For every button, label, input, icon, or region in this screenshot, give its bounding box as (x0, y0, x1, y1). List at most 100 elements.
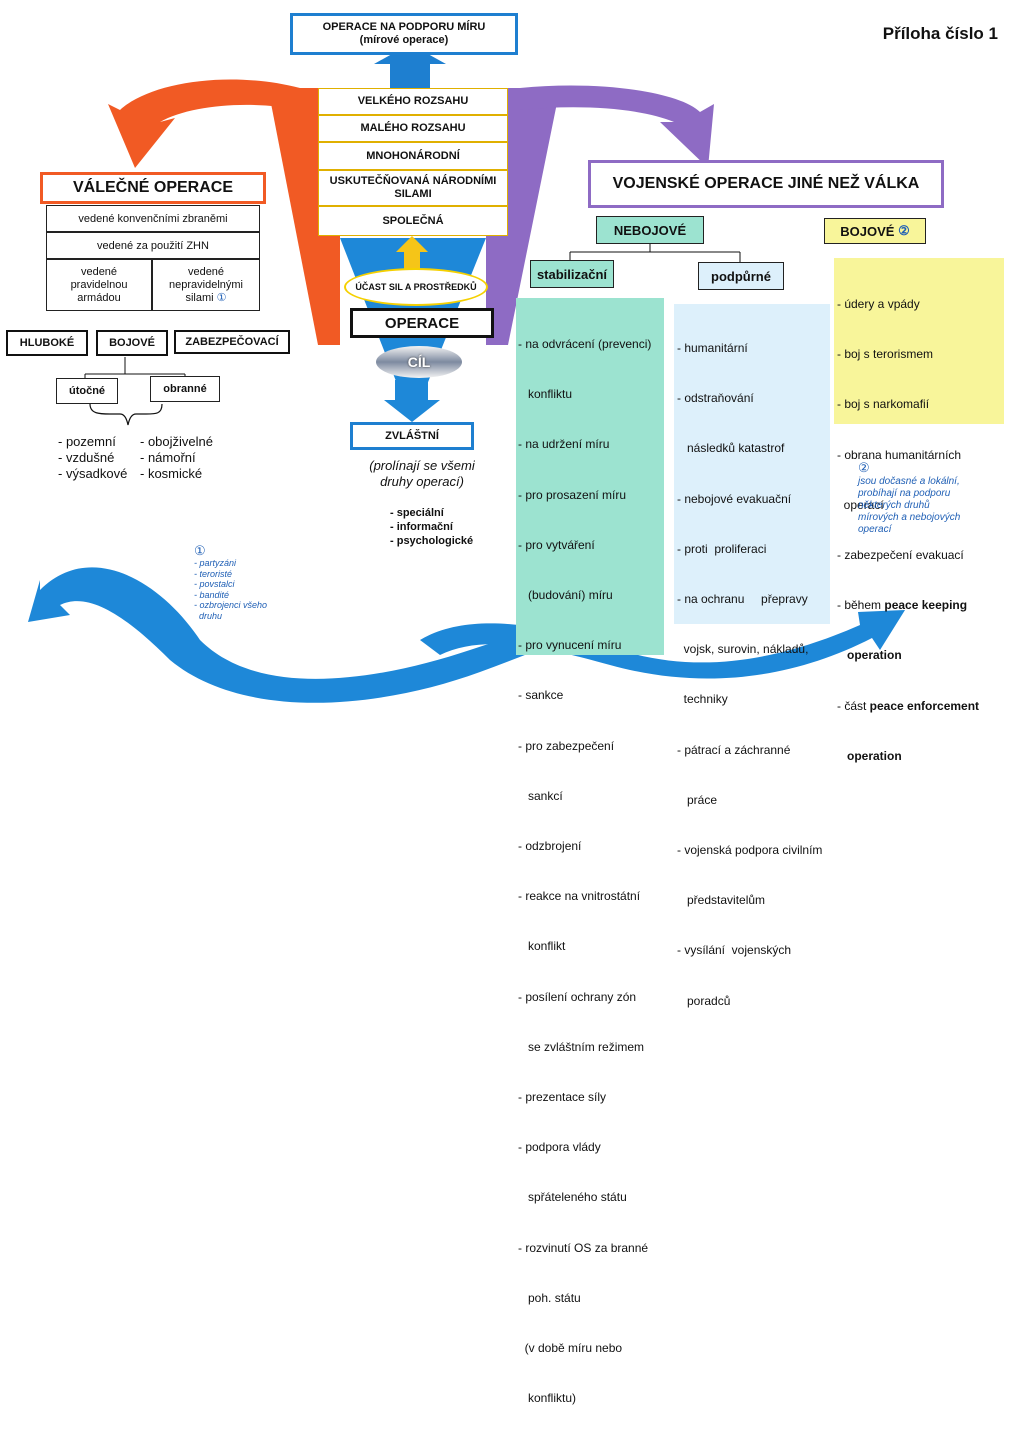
list-item: - psychologické (390, 535, 474, 547)
list-item: - posílení ochrany zón (518, 989, 637, 1004)
list-item: - podpora vlády (518, 1140, 601, 1155)
resources-oval-label: ÚČAST SIL A PROSTŘEDKŮ (355, 282, 477, 292)
war-regular-army: vedené pravidelnou armádou (46, 259, 152, 311)
footnote-1-item: - ozbrojenci všeho (194, 600, 268, 610)
peace-support-title: OPERACE NA PODPORU MÍRU (322, 21, 486, 33)
orange-curved-arrow (108, 79, 300, 168)
war-row-zhn: vedené za použití ZHN (46, 232, 260, 259)
list-item: - kosmické (140, 466, 203, 481)
list-item: - boj s narkomafií (837, 397, 930, 412)
list-item: - odzbrojení (518, 839, 582, 854)
list-item: - obojživelné (140, 434, 213, 449)
list-item: - sankce (518, 688, 564, 703)
list-item: - pro zabezpečení (518, 738, 615, 753)
list-item: - reakce na vnitrostátní (518, 889, 641, 904)
type-label: ZABEZPEČOVACÍ (185, 336, 279, 348)
list-item: - na odvrácení (prevenci) (518, 337, 652, 351)
list-item: konfliktu (518, 387, 573, 402)
list-item: - informační (390, 521, 453, 533)
list-item: - námořní (140, 450, 196, 465)
regular-line: armádou (77, 291, 121, 304)
zvlastni-note-line: druhy operací) (380, 474, 464, 489)
list-item: - pro vytváření (518, 537, 595, 552)
list-item: - nebojové evakuační (677, 491, 792, 506)
boj-pe-prefix: - část (837, 698, 870, 713)
list-item: představitelům (677, 893, 766, 908)
list-item: - pro vynucení míru (518, 638, 622, 653)
brace-under-attack-defense (89, 403, 163, 426)
operace-label: OPERACE (384, 314, 460, 332)
defense-label: obranné (163, 383, 207, 395)
podpurne-box: podpůrné (698, 262, 784, 290)
podpurne-label: podpůrné (711, 268, 771, 284)
list-item: poradců (677, 993, 731, 1008)
podp-list: - humanitární - odstraňování následků ka… (674, 304, 830, 1044)
list-item: - vzdušné (58, 450, 115, 465)
war-row-label: vedené za použití ZHN (97, 239, 209, 252)
list-item: konfliktu) (518, 1391, 577, 1406)
stack-item: MNOHONÁRODNÍ (318, 142, 508, 170)
zvlastni-note: (prolínají se všemi druhy operací) (352, 458, 492, 490)
list-item: - zabezpečení evakuací (837, 548, 964, 563)
list-item: spřáteleného státu (518, 1190, 627, 1205)
stack-item: MALÉHO ROZSAHU (318, 115, 508, 142)
list-item: sankcí (518, 788, 563, 803)
cil-label: CÍL (407, 354, 431, 370)
stabilizacni-label: stabilizační (536, 266, 608, 282)
list-item: - boj s terorismem (837, 347, 934, 362)
blue-bottom-arrow-left (28, 567, 640, 703)
attack-label: útočné (68, 385, 106, 397)
list-item: následků katastrof (677, 441, 785, 456)
type-label: HLUBOKÉ (19, 337, 75, 349)
zvlastni-list: - speciální - informační - psychologické (390, 506, 473, 548)
war-right-list: - obojživelné - námořní - kosmické (140, 434, 213, 482)
footnote-2-mark: ② (858, 460, 870, 475)
boj-pk-bold: peace keeping (884, 598, 968, 613)
list-item: - pozemní (58, 434, 116, 449)
stack-item: SPOLEČNÁ (318, 206, 508, 236)
stack-item: VELKÉHO ROZSAHU (318, 88, 508, 115)
zvlastni-title: ZVLÁŠTNÍ (385, 430, 439, 442)
irregular-line: nepravidelnými (169, 278, 243, 291)
zvlastni-note-line: (prolínají se všemi (369, 458, 475, 473)
boj-list-panel: - údery a vpády - boj s terorismem - boj… (834, 258, 1004, 763)
nonbojove-box: NEBOJOVÉ (596, 216, 704, 244)
footnote-2-line: některých druhů (858, 500, 930, 511)
list-item: - údery a vpády (837, 297, 920, 311)
boj-pe-bold: peace enforcement (869, 698, 980, 713)
list-item: - speciální (390, 507, 444, 519)
list-item: - pro prosazení míru (518, 487, 627, 502)
type-zabezpecovaci: ZABEZPEČOVACÍ (174, 330, 290, 354)
list-item: operation (837, 749, 1004, 763)
cil-pill: CÍL (376, 346, 462, 378)
list-item: - pátrací a záchranné (677, 742, 791, 757)
defense-box: obranné (150, 376, 220, 402)
bojove-label: BOJOVÉ (840, 223, 895, 239)
regular-line: pravidelnou (70, 278, 128, 291)
footnote-1-item: - bandité (194, 589, 230, 600)
list-item: konflikt (518, 939, 566, 954)
list-item: techniky (677, 692, 728, 707)
irregular-line: silami ① (185, 292, 226, 305)
list-item: - během peace keeping (837, 598, 1004, 612)
footnote-mark-1: ① (216, 291, 227, 304)
attack-box: útočné (56, 378, 118, 404)
blue-bottom-arrow-right (420, 610, 905, 679)
war-left-list: - pozemní - vzdušné - výsadkové (58, 434, 127, 482)
list-item: poh. státu (518, 1290, 581, 1305)
list-item: - prezentace síly (518, 1090, 607, 1105)
annex-label: Příloha číslo 1 (882, 24, 998, 43)
footnote-1-item: druhu (194, 610, 223, 621)
footnote-1-item: - teroristé (194, 568, 233, 579)
boj-pk-bold2: operation (847, 648, 902, 663)
blue-down-arrow (384, 380, 440, 422)
type-bojove: BOJOVÉ (96, 330, 168, 356)
list-item: - na ochranu přepravy (677, 592, 808, 607)
list-item: se zvláštním režimem (518, 1039, 645, 1054)
boj-pe-bold2: operation (847, 748, 902, 763)
list-item: - na udržení míru (518, 437, 610, 452)
war-row-label: vedené konvenčními zbraněmi (78, 212, 228, 225)
stab-list-panel: - na odvrácení (prevenci) konfliktu - na… (516, 298, 664, 1405)
footnote-2: ② jsou dočasné a lokální, probíhají na p… (858, 460, 960, 536)
regular-line: vedené (80, 265, 118, 278)
